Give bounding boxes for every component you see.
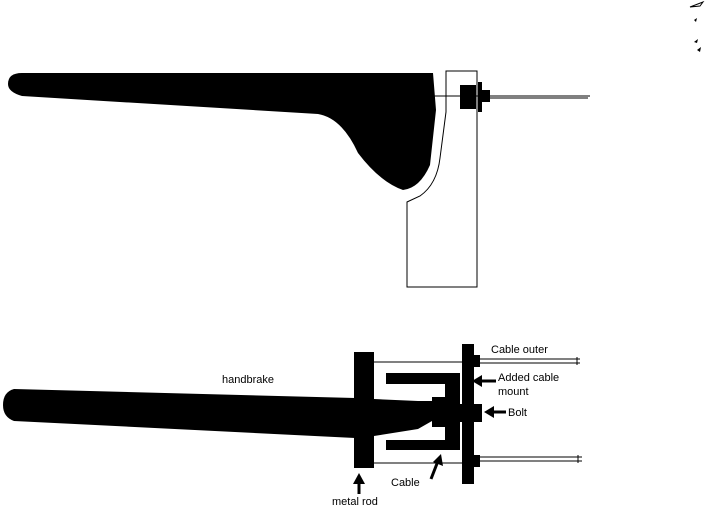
lever-side (8, 73, 436, 190)
bottom-top-view: handbrake Cable outer Added cable mount … (3, 344, 582, 507)
label-bolt: Bolt (508, 407, 527, 419)
label-added-mount-2: mount (498, 386, 529, 398)
cable-nut-top (482, 90, 490, 102)
label-handbrake: handbrake (222, 374, 274, 386)
corner-mark-1 (689, 0, 705, 8)
corner-mark-4 (697, 47, 701, 52)
corner-mark-3 (694, 39, 698, 43)
corner-mark-2 (694, 18, 697, 22)
cable-nut-upper (474, 355, 480, 367)
mounting-plate (406, 70, 478, 288)
arrow-metal-rod (353, 473, 365, 494)
label-added-mount-1: Added cable (498, 372, 559, 384)
metal-rod-plate (354, 352, 374, 468)
lever-shaft (374, 399, 432, 436)
label-cable-outer: Cable outer (491, 344, 548, 356)
lever-top (3, 389, 355, 438)
cable-mount-flange-top (478, 82, 482, 112)
label-metal-rod: metal rod (332, 496, 378, 507)
inner-block (432, 397, 446, 427)
cable-mount-block-top (460, 85, 476, 109)
top-side-view (8, 70, 590, 288)
label-cable: Cable (391, 477, 420, 489)
arrow-bolt (484, 406, 506, 418)
corner-marks (689, 0, 705, 52)
arrow-added-mount (472, 375, 496, 387)
bolt (456, 404, 482, 422)
cable-nut-lower (474, 455, 480, 467)
arrow-cable (429, 454, 443, 480)
